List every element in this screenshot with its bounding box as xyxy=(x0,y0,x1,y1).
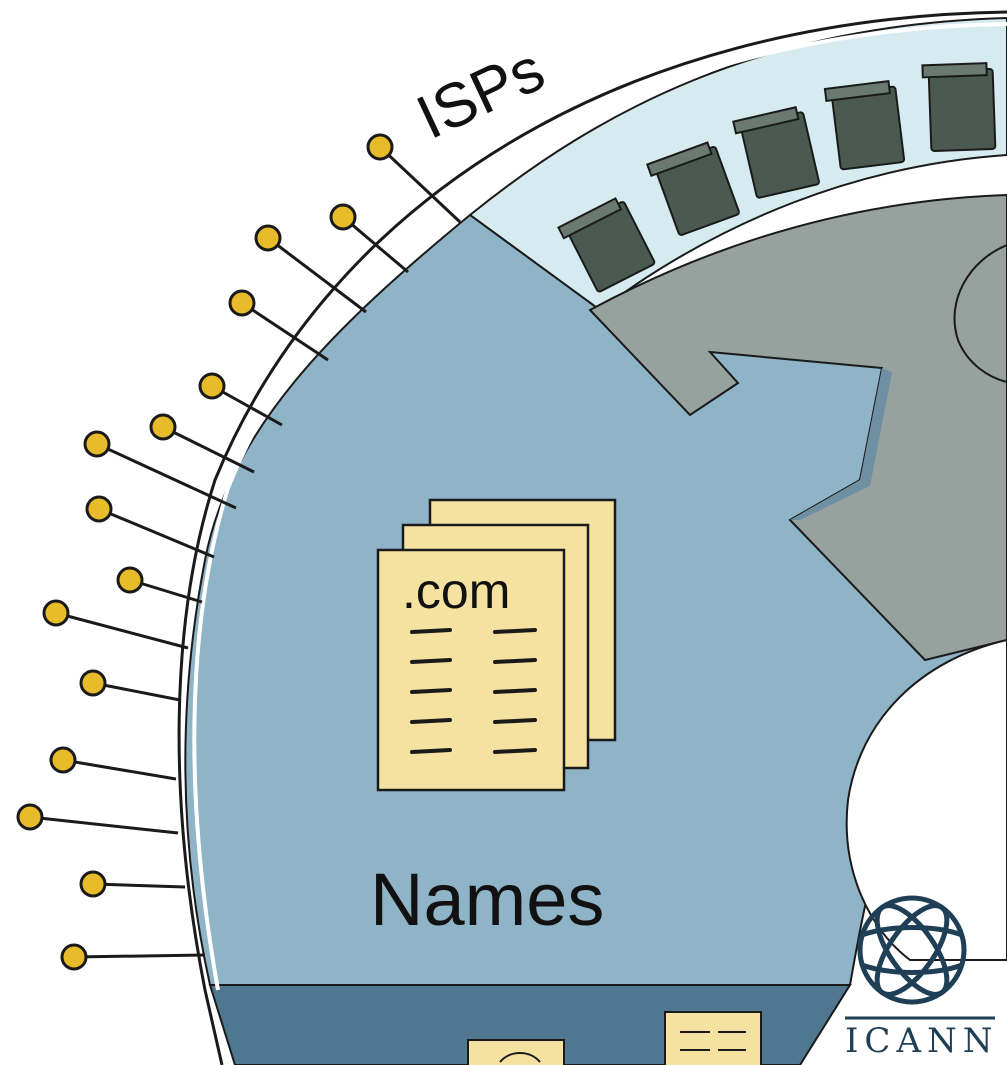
icann-logo: ICANN xyxy=(845,895,999,1061)
isp-pin-wire xyxy=(162,425,255,474)
document-label: .com xyxy=(402,563,510,619)
names-label: Names xyxy=(370,858,604,941)
isp-pin-head xyxy=(116,566,144,594)
isp-pin-wire xyxy=(342,215,409,274)
isp-pin-wire xyxy=(378,145,462,224)
isp-pin-head xyxy=(49,746,77,774)
arrow-shadow xyxy=(790,368,892,520)
isp-pin-wire xyxy=(92,882,186,889)
document-lines xyxy=(410,628,537,754)
isp-pin-wire xyxy=(73,953,206,959)
isp-pins xyxy=(16,133,462,971)
isp-pin-head xyxy=(366,133,394,161)
isp-pin-wire xyxy=(62,758,177,781)
isp-pin-wire xyxy=(96,442,237,510)
isp-pin-wire xyxy=(92,681,181,702)
isp-pin-head xyxy=(16,803,44,831)
inner-curve xyxy=(953,244,1007,383)
isp-pin-head xyxy=(329,203,357,231)
lower-documents xyxy=(467,1011,762,1065)
isp-pin-wire xyxy=(29,815,179,835)
logo-text: ICANN xyxy=(845,1021,999,1061)
isp-pin-head xyxy=(42,599,70,627)
isps-label: ISPs xyxy=(407,35,555,153)
isp-pin-head xyxy=(198,372,226,400)
center-hub xyxy=(845,638,1007,961)
isp-pin-wire xyxy=(267,236,367,314)
isp-pin-wire xyxy=(241,301,329,362)
isp-pin-head xyxy=(79,870,107,898)
isp-pin-head xyxy=(83,430,111,458)
isp-pin-head xyxy=(85,495,113,523)
isp-pin-wire xyxy=(55,611,189,650)
server-blocks xyxy=(557,62,997,293)
outer-ring xyxy=(177,10,1007,1065)
globe-icon xyxy=(857,895,967,1005)
isp-pin-head xyxy=(79,669,107,697)
isp-pin-head xyxy=(228,289,256,317)
com-documents xyxy=(376,498,617,792)
isp-pin-wire xyxy=(98,507,215,559)
inner-ring-outline xyxy=(192,22,1007,991)
isp-pin-head xyxy=(149,413,177,441)
isp-pin-head xyxy=(60,943,88,971)
isp-pin-head xyxy=(254,224,282,252)
